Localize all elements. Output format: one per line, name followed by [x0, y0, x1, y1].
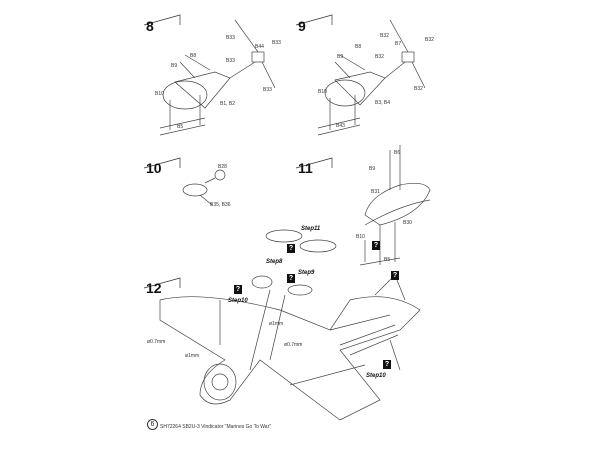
part-label: B10 — [155, 91, 164, 97]
question-mark-icon: ? — [287, 274, 295, 283]
part-label: B10 — [318, 89, 327, 95]
step-number-11: 11 — [298, 160, 313, 176]
part-label: B1, B2 — [220, 101, 236, 107]
step-number-12: 12 — [146, 280, 162, 296]
step9-bomb-rack-drawing — [317, 19, 426, 136]
drill-size: ø1mm — [185, 353, 200, 359]
part-label: B32 — [375, 54, 384, 60]
drill-size: ø0.7mm — [284, 342, 303, 348]
part-label: B35, B36 — [210, 202, 231, 208]
step-number-8: 8 — [146, 18, 154, 34]
part-label: B43 — [336, 123, 345, 129]
step-ref: Step10 — [366, 373, 386, 379]
step-ref: Step10 — [228, 298, 248, 304]
step-number-10: 10 — [146, 160, 162, 176]
part-label: B9 — [171, 63, 178, 69]
step10-part-drawing — [182, 169, 226, 206]
step8-bomb-rack-drawing — [159, 19, 276, 136]
question-mark-icon: ? — [391, 271, 399, 280]
part-label: B33 — [226, 35, 235, 41]
part-label: B5 — [384, 257, 391, 263]
part-label: B5 — [177, 124, 184, 130]
drill-size: ø1mm — [269, 321, 284, 327]
part-label: B33 — [272, 40, 281, 46]
question-mark-icon: ? — [372, 241, 380, 250]
part-label: B33 — [226, 58, 235, 64]
step-number-9: 9 — [298, 18, 306, 34]
part-label: B32 — [380, 33, 389, 39]
part-label: B6 — [394, 150, 401, 156]
step-box-outlines — [143, 14, 333, 289]
step-ref: Step9 — [298, 270, 315, 276]
part-label: B8 — [190, 53, 197, 59]
step-ref: Step11 — [301, 226, 321, 232]
part-label: B30 — [403, 220, 412, 226]
question-mark-icon: ? — [383, 360, 391, 369]
part-label: B33 — [263, 87, 272, 93]
part-label: B32 — [414, 86, 423, 92]
part-label: B8 — [355, 44, 362, 50]
question-mark-icon: ? — [234, 285, 242, 294]
part-label: B9 — [369, 166, 376, 172]
part-label: B28 — [218, 164, 227, 170]
part-label: B3, B4 — [375, 100, 391, 106]
step11-drop-tank-drawing — [359, 145, 431, 266]
part-label: B7 — [395, 41, 402, 47]
part-label: B44 — [255, 44, 264, 50]
part-label: B32 — [425, 37, 434, 43]
step-ref: Step8 — [266, 259, 283, 265]
drill-size: ø0.7mm — [147, 339, 166, 345]
part-label: B10 — [356, 234, 365, 240]
page-number: 6 — [147, 419, 158, 430]
kit-title: SH72264 SB2U-3 Vindicator "Marines Go To… — [160, 424, 272, 430]
step12-aircraft-drawing — [159, 229, 421, 421]
part-label: B9 — [337, 54, 344, 60]
question-mark-icon: ? — [287, 244, 295, 253]
part-label: B31 — [371, 189, 380, 195]
